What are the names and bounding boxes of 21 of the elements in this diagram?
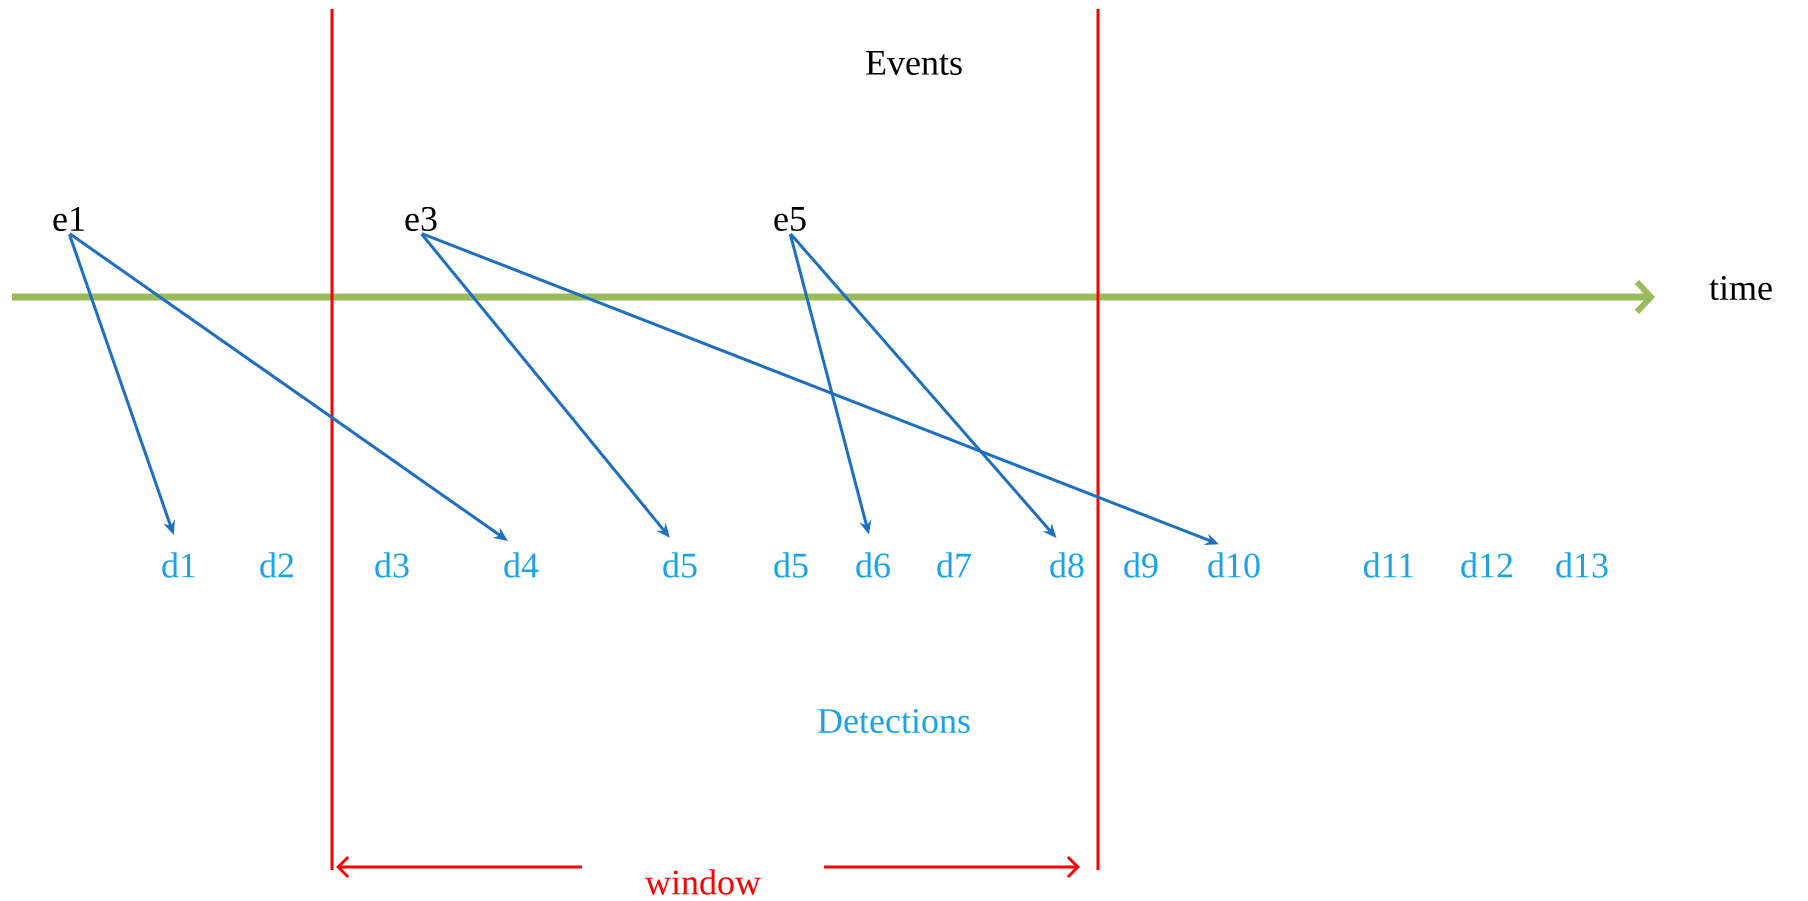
detection-label: d1	[162, 552, 195, 578]
detection-label: d10	[1208, 552, 1260, 578]
detection-label: d9	[1124, 552, 1158, 578]
dimension-label: window	[645, 869, 761, 895]
detection-label: d12	[1461, 552, 1512, 578]
detection-label: d6	[856, 552, 890, 578]
detection-label: d5	[663, 552, 697, 578]
detection-label: d5	[774, 552, 808, 578]
detection-label: d11	[1364, 552, 1414, 578]
detection-label: d13	[1556, 552, 1608, 578]
event-label: e3	[405, 206, 437, 232]
event-label: e5	[774, 207, 806, 231]
detection-label: d4	[504, 552, 539, 578]
heading: Detections	[818, 708, 970, 734]
detection-label: d8	[1050, 552, 1084, 578]
axis-label: time	[1709, 275, 1772, 301]
detection-label: d3	[375, 552, 409, 578]
detection-label: d7	[937, 552, 971, 578]
event-label: e1	[53, 206, 84, 232]
heading: Events	[866, 51, 962, 75]
detection-label: d2	[260, 552, 293, 578]
